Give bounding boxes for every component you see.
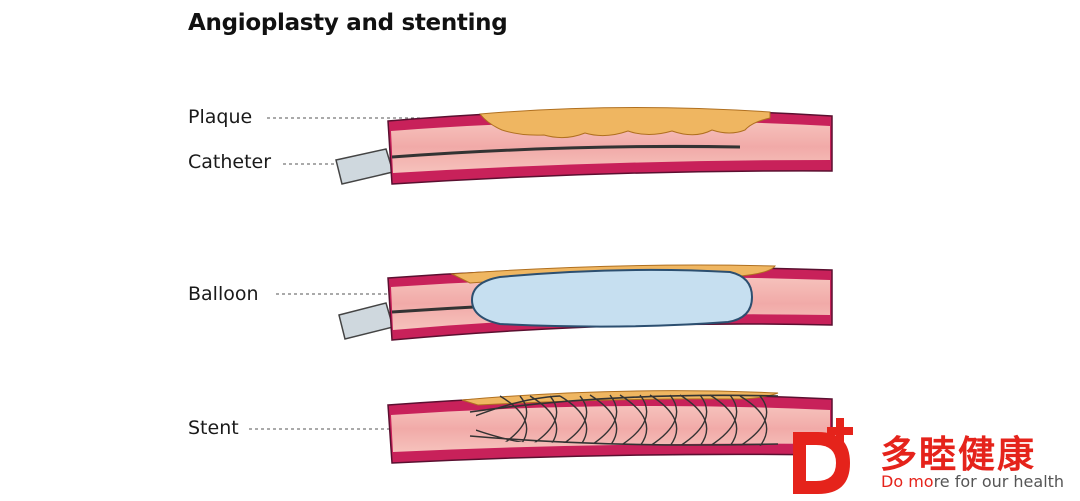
- logo-slogan-part-a: Do mo: [881, 472, 934, 491]
- vessel-2: [338, 264, 833, 341]
- plaque-label: Plaque: [188, 106, 253, 128]
- logo-chinese-text: 多睦健康: [880, 433, 1036, 476]
- vessel-3: [387, 390, 833, 464]
- vessel-1: [335, 106, 833, 185]
- diagram-title: Angioplasty and stenting: [188, 10, 508, 36]
- catheter-sleeve-2: [338, 302, 394, 340]
- guidewire-1: [391, 144, 741, 159]
- logo-slogan-part-b: re for our health: [933, 472, 1065, 491]
- balloon: [470, 268, 754, 328]
- balloon-label: Balloon: [188, 283, 259, 305]
- stent-label: Stent: [188, 417, 239, 439]
- logo-mark: [793, 418, 853, 494]
- catheter-sleeve-1: [335, 148, 394, 185]
- stent-mesh: [476, 394, 768, 446]
- plaque-1: [479, 106, 771, 139]
- logo-slogan: Do more for our health: [881, 472, 1064, 491]
- catheter-label: Catheter: [188, 151, 272, 173]
